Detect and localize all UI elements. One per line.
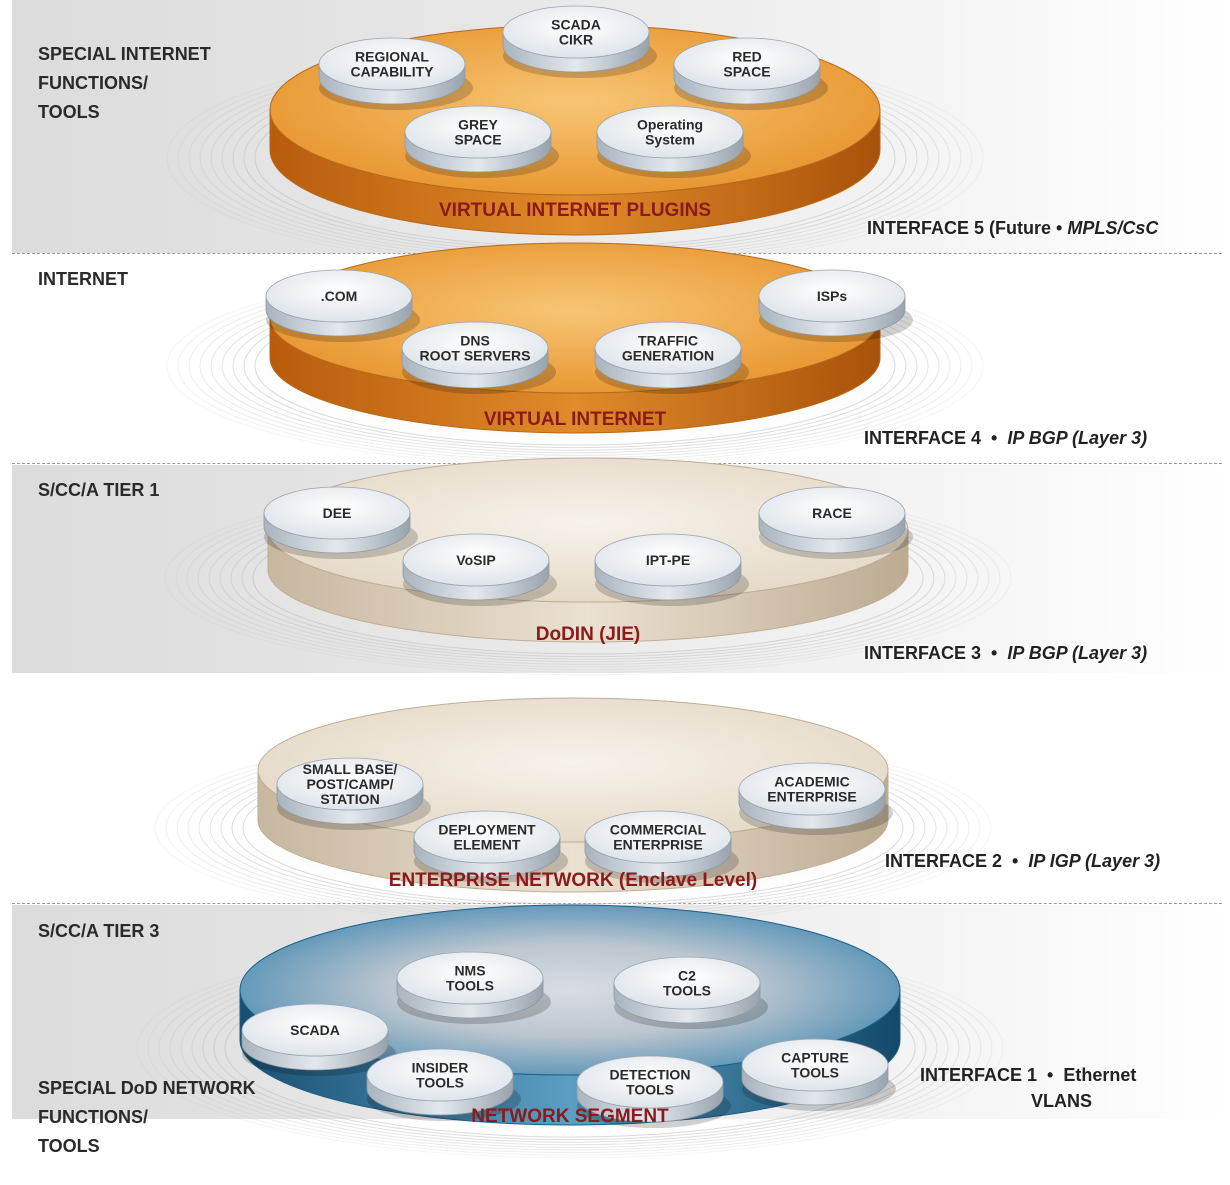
node-label: REGIONAL [355, 49, 429, 65]
node-label: SCADA [290, 1022, 340, 1038]
node-label: DNS [460, 333, 490, 349]
node-label: ACADEMIC [774, 774, 849, 790]
node-scada: SCADA [241, 1003, 396, 1076]
node-label: SPACE [454, 132, 501, 148]
node-label: TOOLS [416, 1075, 464, 1091]
node-label: ELEMENT [454, 837, 521, 853]
disc-top [239, 904, 901, 1076]
label-tier1: S/CC/A TIER 1 [38, 480, 160, 500]
node-label: POST/CAMP/ [306, 776, 393, 792]
interface-2-label: INTERFACE 2 • IP IGP (Layer 3) [885, 851, 1161, 871]
layer-dodin: DEE RACE VoSIP IPT-PE DoDIN (JIE) [263, 457, 913, 645]
node-label: DETECTION [610, 1067, 691, 1083]
interface-1-label: INTERFACE 1 • Ethernet VLANS [920, 1065, 1137, 1111]
node-label: DEPLOYMENT [438, 822, 536, 838]
node-isps: ISPs [758, 269, 913, 342]
node-label: NMS [454, 963, 485, 979]
node-label: ENTERPRISE [767, 789, 856, 805]
node-label: SPACE [723, 64, 770, 80]
node-label: C2 [678, 968, 696, 984]
node-label: STATION [320, 791, 379, 807]
node-label: SCADA [551, 17, 601, 33]
node-label: VoSIP [456, 552, 495, 568]
node-label: TOOLS [663, 983, 711, 999]
layer-enterprise-network: SMALL BASE/POST/CAMP/STATIONACADEMICENTE… [257, 697, 893, 893]
node-small-base-post-camp-station: SMALL BASE/POST/CAMP/STATION [276, 757, 431, 830]
node-label: ISPs [817, 288, 848, 304]
node-label: RACE [812, 505, 852, 521]
node-label: COMMERCIAL [610, 822, 707, 838]
layer-title: DoDIN (JIE) [536, 624, 641, 645]
node-label: GREY [458, 117, 498, 133]
node-label: Operating [637, 117, 703, 133]
node-race: RACE [758, 486, 913, 559]
layer-title: NETWORK SEGMENT [471, 1106, 669, 1127]
label-internet: INTERNET [38, 269, 128, 289]
label-special-dod: SPECIAL DoD NETWORK FUNCTIONS/ TOOLS [38, 1078, 256, 1156]
node-label: CAPABILITY [351, 64, 435, 80]
node-label: IPT-PE [646, 552, 690, 568]
node-label: GENERATION [622, 348, 714, 364]
node-label: TOOLS [791, 1065, 839, 1081]
layer-title: VIRTUAL INTERNET PLUGINS [439, 200, 711, 221]
label-tier3: S/CC/A TIER 3 [38, 921, 160, 941]
node-label: System [645, 132, 695, 148]
node-label: SMALL BASE/ [303, 761, 398, 777]
node-label: DEE [323, 505, 352, 521]
node-label: RED [732, 49, 762, 65]
node-label: ROOT SERVERS [420, 348, 531, 364]
node-label: TOOLS [626, 1082, 674, 1098]
node-label: ENTERPRISE [613, 837, 702, 853]
node-com: .COM [265, 269, 420, 342]
node-label: .COM [321, 288, 358, 304]
interface-5-label: INTERFACE 5 (Future • MPLS/CsC [867, 218, 1159, 238]
node-label: TOOLS [446, 978, 494, 994]
node-label: TRAFFIC [638, 333, 698, 349]
node-vosip: VoSIP [402, 533, 557, 606]
layer-title: ENTERPRISE NETWORK (Enclave Level) [389, 870, 757, 891]
interface-4-label: INTERFACE 4 • IP BGP (Layer 3) [864, 428, 1148, 448]
layer-title: VIRTUAL INTERNET [484, 409, 667, 430]
label-special-internet: SPECIAL INTERNET FUNCTIONS/ TOOLS [38, 44, 211, 122]
node-ipt-pe: IPT-PE [594, 533, 749, 606]
node-label: CIKR [559, 32, 593, 48]
node-dee: DEE [263, 486, 418, 559]
node-label: INSIDER [412, 1060, 469, 1076]
interface-3-label: INTERFACE 3 • IP BGP (Layer 3) [864, 643, 1148, 663]
node-label: CAPTURE [781, 1050, 849, 1066]
layer-virtual-internet-plugins: SCADACIKRREGIONALCAPABILITYREDSPACEGREYS… [269, 5, 881, 236]
